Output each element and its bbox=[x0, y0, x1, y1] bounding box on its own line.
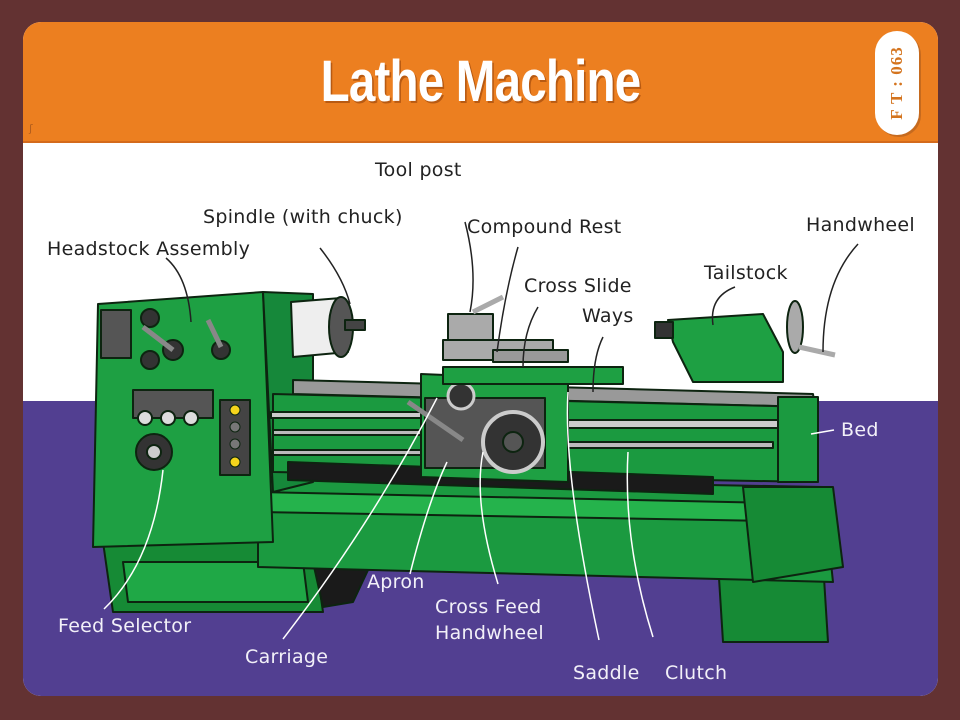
label-headstock-assembly: Headstock Assembly bbox=[47, 238, 251, 260]
label-bed: Bed bbox=[841, 419, 879, 441]
tailstock-handwheel bbox=[786, 300, 804, 354]
label-clutch: Clutch bbox=[665, 662, 728, 684]
bed-end bbox=[777, 396, 819, 483]
tailstock bbox=[667, 313, 784, 383]
label-tool-post: Tool post bbox=[375, 159, 462, 181]
label-tailstock: Tailstock bbox=[704, 262, 788, 284]
tool-post bbox=[447, 313, 494, 341]
slide-code-badge: F T : 063 bbox=[875, 31, 919, 135]
label-cross-feed-line2: Handwheel bbox=[435, 622, 544, 644]
slide-card: Lathe Machine F T : 063 ʃ bbox=[23, 22, 938, 696]
label-apron: Apron bbox=[367, 571, 425, 593]
label-spindle: Spindle (with chuck) bbox=[203, 206, 403, 228]
label-feed-selector: Feed Selector bbox=[58, 615, 192, 637]
saddle bbox=[442, 366, 624, 385]
label-ways: Ways bbox=[582, 305, 634, 327]
curl-decoration-icon: ʃ bbox=[29, 122, 33, 135]
label-handwheel: Handwheel bbox=[806, 214, 915, 236]
label-carriage: Carriage bbox=[245, 646, 329, 668]
headstock-panel bbox=[100, 309, 132, 359]
label-compound-rest: Compound Rest bbox=[467, 216, 622, 238]
label-cross-feed-line1: Cross Feed bbox=[435, 596, 542, 618]
lathe-illustration bbox=[92, 221, 859, 643]
label-cross-slide: Cross Slide bbox=[524, 275, 632, 297]
page-title: Lathe Machine bbox=[320, 49, 642, 114]
label-saddle: Saddle bbox=[573, 662, 640, 684]
title-banner: Lathe Machine F T : 063 ʃ bbox=[23, 22, 938, 143]
